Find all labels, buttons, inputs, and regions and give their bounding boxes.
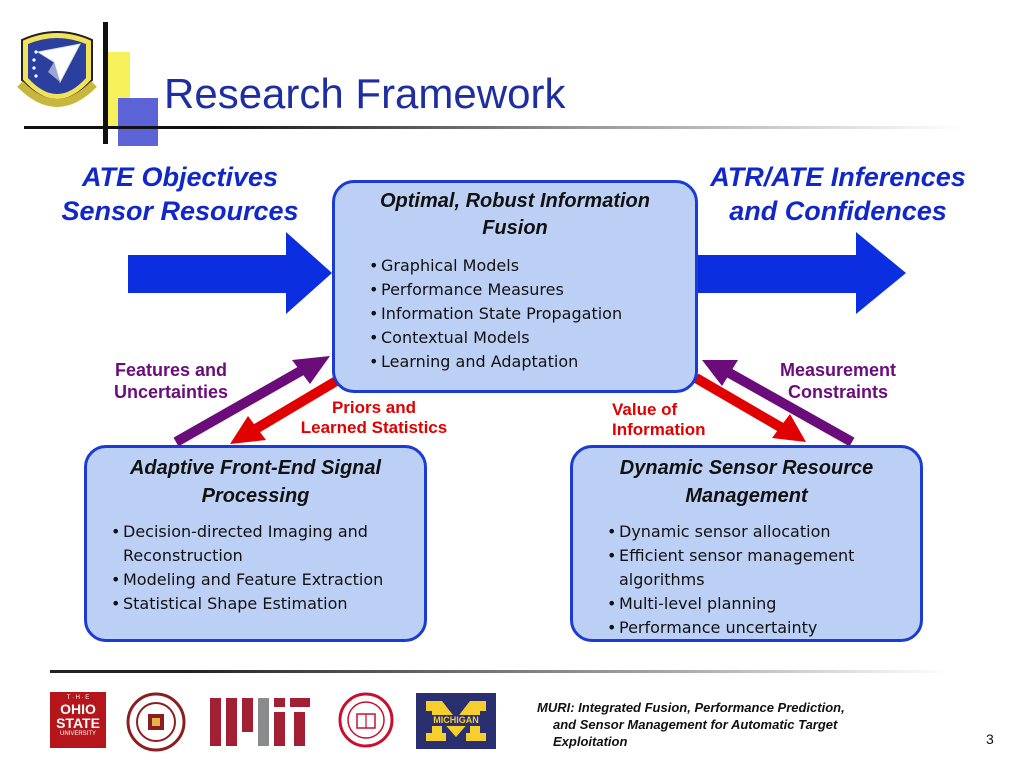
right-list-item: Performance uncertainty xyxy=(607,616,909,640)
left-list-item: Modeling and Feature Extraction xyxy=(111,568,413,592)
center-list-item: Information State Propagation xyxy=(369,302,695,326)
measurement-label-line1: Measurement xyxy=(779,360,897,380)
features-label-line1: Features and xyxy=(114,360,228,380)
footer-caption-line2: and Sensor Management for Automatic Targ… xyxy=(553,717,838,732)
value-label: Value of Information xyxy=(612,400,752,440)
footer-caption-line1: MURI: Integrated Fusion, Performance Pre… xyxy=(537,700,845,715)
right-label-line1: ATR/ATE Inferences xyxy=(710,162,966,192)
right-label-line2: and Confidences xyxy=(729,196,947,226)
left-box-title-line1: Adaptive Front-End Signal xyxy=(129,457,382,479)
left-input-arrow xyxy=(128,232,332,314)
measurement-label-line2: Constraints xyxy=(787,382,888,402)
left-box-title: Adaptive Front-End Signal Processing xyxy=(87,454,424,510)
left-box-title-line2: Processing xyxy=(201,485,310,507)
features-label: Features and Uncertainties xyxy=(96,359,246,403)
center-list-item: Learning and Adaptation xyxy=(369,350,695,374)
priors-label: Priors and Learned Statistics xyxy=(276,398,472,438)
footer-caption: MURI: Integrated Fusion, Performance Pre… xyxy=(537,699,917,750)
features-arrow xyxy=(173,363,309,447)
header-accent-blue xyxy=(118,98,158,146)
value-label-line1: Value of xyxy=(612,400,678,419)
footer-caption-line3: Exploitation xyxy=(553,734,628,749)
left-box: Adaptive Front-End Signal Processing Dec… xyxy=(84,445,427,642)
ohio-state-logo-line1: T · H · E xyxy=(66,695,90,701)
measurement-arrow xyxy=(721,365,855,447)
right-list-item: Multi-level planning xyxy=(607,592,909,616)
center-box: Optimal, Robust Information Fusion Graph… xyxy=(332,180,698,393)
value-arrow xyxy=(693,373,785,433)
center-box-title: Optimal, Robust Information Fusion xyxy=(335,188,695,242)
header-horizontal-rule xyxy=(24,126,964,129)
page-number: 3 xyxy=(986,731,994,747)
footer-rule xyxy=(50,670,950,673)
florida-state-seal-icon xyxy=(126,692,186,752)
right-label: ATR/ATE Inferences and Confidences xyxy=(688,160,988,228)
left-list-item: Statistical Shape Estimation xyxy=(111,592,413,616)
center-list-item: Performance Measures xyxy=(369,278,695,302)
center-list-item: Graphical Models xyxy=(369,254,695,278)
priors-arrow xyxy=(251,375,341,435)
right-box-title-line1: Dynamic Sensor Resource xyxy=(619,457,874,479)
ohio-state-logo: T · H · E OHIO STATE UNIVERSITY xyxy=(50,692,106,748)
ohio-state-logo-line3: STATE xyxy=(56,715,100,731)
center-list-item: Contextual Models xyxy=(369,326,695,350)
michigan-logo-text: MICHIGAN xyxy=(430,715,482,726)
afrl-logo-icon xyxy=(17,31,97,107)
michigan-logo: MICHIGAN xyxy=(416,693,496,749)
left-label-line1: ATE Objectives xyxy=(81,162,279,192)
mit-logo-icon xyxy=(210,698,310,746)
boston-university-seal-icon xyxy=(338,692,394,748)
priors-label-line1: Priors and xyxy=(331,398,417,417)
left-label-line2: Sensor Resources xyxy=(61,196,299,226)
center-box-title-line2: Fusion xyxy=(482,217,548,239)
right-box-list: Dynamic sensor allocation Efficient sens… xyxy=(607,520,909,640)
priors-label-line2: Learned Statistics xyxy=(300,418,448,437)
right-box-title-line2: Management xyxy=(685,485,808,507)
center-box-list: Graphical Models Performance Measures In… xyxy=(369,254,695,374)
right-box: Dynamic Sensor Resource Management Dynam… xyxy=(570,445,923,642)
right-output-arrow xyxy=(696,232,906,314)
left-list-item: Decision-directed Imaging and Reconstruc… xyxy=(111,520,413,568)
right-box-title: Dynamic Sensor Resource Management xyxy=(573,454,920,510)
features-label-line2: Uncertainties xyxy=(113,382,229,402)
right-list-item: Dynamic sensor allocation xyxy=(607,520,909,544)
left-box-list: Decision-directed Imaging and Reconstruc… xyxy=(111,520,413,616)
left-label: ATE Objectives Sensor Resources xyxy=(40,160,320,228)
ohio-state-logo-line4: UNIVERSITY xyxy=(59,731,96,737)
right-list-item: Efficient sensor management algorithms xyxy=(607,544,909,592)
slide-title: Research Framework xyxy=(164,70,566,117)
measurement-label: Measurement Constraints xyxy=(760,359,916,403)
header-vertical-rule xyxy=(103,22,108,144)
center-box-title-line1: Optimal, Robust Information xyxy=(380,190,650,212)
value-label-line2: Information xyxy=(612,420,706,439)
ohio-state-logo-line2: OHIO xyxy=(60,701,96,717)
